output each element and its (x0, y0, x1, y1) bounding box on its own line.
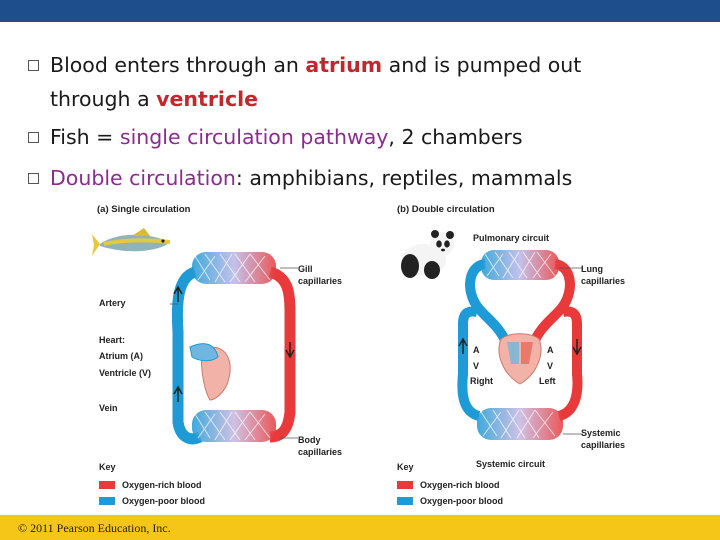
bullet-text: : amphibians, reptiles, mammals (235, 166, 573, 190)
label-lung: Lung (581, 264, 603, 274)
key-label-rich-a: Oxygen-rich blood (122, 480, 202, 490)
key-title-b: Key (397, 462, 414, 472)
label-lung-capillaries: capillaries (581, 276, 626, 286)
bullet-double-circulation: Double circulation: amphibians, reptiles… (28, 161, 688, 195)
key-swatch-rich-a (99, 481, 115, 489)
key-swatch-poor-a (99, 497, 115, 505)
bullet-box-icon (28, 60, 39, 71)
label-pulmonary-circuit: Pulmonary circuit (473, 233, 550, 243)
label-vein: Vein (99, 403, 118, 413)
label-body-capillaries: capillaries (298, 447, 343, 457)
label-systemic: Systemic (581, 428, 621, 438)
figure-a-title: (a) Single circulation (97, 204, 191, 215)
fish-icon (92, 228, 171, 256)
key-label-rich-b: Oxygen-rich blood (420, 480, 500, 490)
footer-bar (0, 515, 720, 540)
label-left: Left (539, 376, 556, 386)
key-label-poor-b: Oxygen-poor blood (420, 496, 503, 506)
double-circulation-diagram (457, 250, 583, 440)
bullet-text: through a (50, 87, 157, 111)
label-ventricle: Ventricle (V) (99, 368, 152, 378)
label-body: Body (298, 435, 321, 445)
label-right-ventricle: V (473, 361, 480, 371)
term-ventricle: ventricle (156, 87, 259, 111)
bullet-fish: Fish = single circulation pathway, 2 cha… (28, 120, 688, 154)
label-gill-capillaries: capillaries (298, 276, 343, 286)
single-circulation-diagram (170, 252, 298, 445)
label-right-atrium: A (473, 345, 480, 355)
key-label-poor-a: Oxygen-poor blood (122, 496, 205, 506)
term-atrium: atrium (305, 53, 383, 77)
copyright-text: © 2011 Pearson Education, Inc. (18, 521, 171, 535)
label-systemic-circuit: Systemic circuit (476, 459, 546, 469)
key-swatch-rich-b (397, 481, 413, 489)
bullet-text: Fish = (50, 125, 120, 149)
figure-b-title: (b) Double circulation (397, 204, 495, 215)
label-gill: Gill (298, 264, 313, 274)
bullet-text: , 2 chambers (388, 125, 523, 149)
label-left-ventricle: V (547, 361, 554, 371)
bullet-text: Blood enters through an (50, 53, 306, 77)
key-title-a: Key (99, 462, 116, 472)
bullet-atrium-ventricle: Blood enters through an atrium and is pu… (28, 48, 688, 118)
label-systemic-capillaries: capillaries (581, 440, 626, 450)
bullet-box-icon (28, 132, 39, 143)
term-double-circulation: Double circulation (50, 166, 236, 190)
panda-icon (401, 230, 454, 279)
key-swatch-poor-b (397, 497, 413, 505)
label-left-atrium: A (547, 345, 554, 355)
header-bar (0, 0, 720, 22)
bullet-box-icon (28, 173, 39, 184)
label-right: Right (470, 376, 493, 386)
term-single-circulation: single circulation pathway (119, 125, 389, 149)
label-atrium: Atrium (A) (99, 351, 143, 361)
label-artery: Artery (99, 298, 126, 308)
label-heart: Heart: (99, 335, 126, 345)
bullet-text: and is pumped out (382, 53, 582, 77)
